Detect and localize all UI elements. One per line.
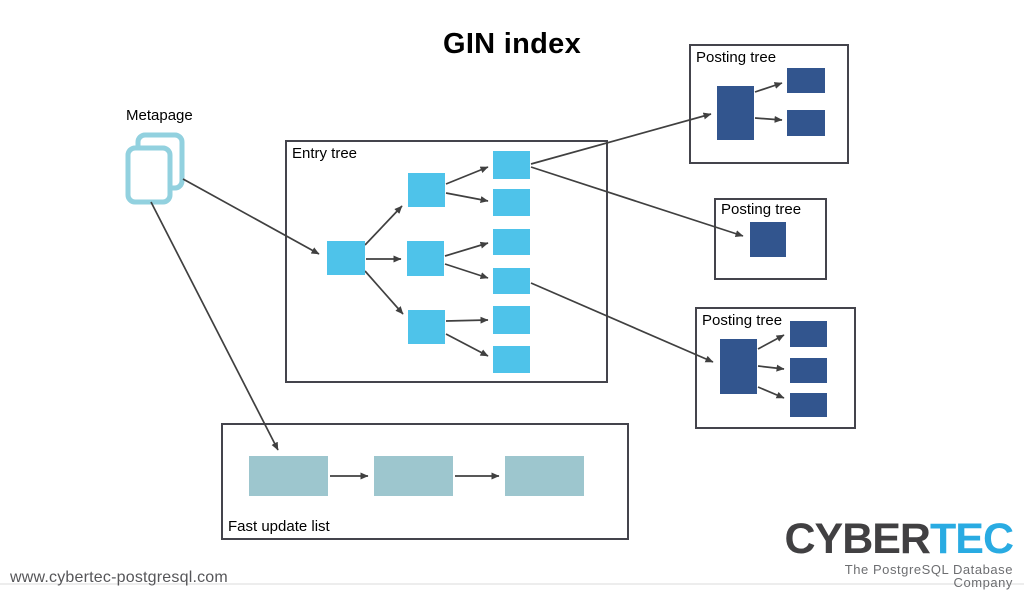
metapage-front-page xyxy=(125,145,173,205)
posting-tree-3-leaf-node-1 xyxy=(790,321,827,347)
fast-update-list-label: Fast update list xyxy=(228,518,330,535)
posting-tree-1-leaf-node-1 xyxy=(787,68,825,93)
arrow-pt3-root-to-leaf2 xyxy=(757,364,785,372)
cybertec-logo: CYBERTEC The PostgreSQL Database Company xyxy=(782,515,1014,590)
arrow-leaf1-to-posting-tree-2 xyxy=(530,166,744,238)
posting-tree-3-label: Posting tree xyxy=(702,312,783,329)
metapage-icon xyxy=(125,132,185,205)
posting-tree-1-box xyxy=(689,44,849,164)
logo-text-tec: TEC xyxy=(930,515,1014,563)
arrow-internal3-to-leaf6 xyxy=(445,333,489,357)
arrow-pt3-root-to-leaf3 xyxy=(757,386,785,399)
logo-tagline: The PostgreSQL Database Company xyxy=(844,562,1013,590)
page-title: GIN index xyxy=(442,28,582,60)
arrow-entry-root-to-internal-3 xyxy=(364,270,404,315)
arrow-internal2-to-leaf4 xyxy=(444,263,489,280)
arrow-internal3-to-leaf5 xyxy=(445,316,489,324)
arrow-pt1-root-to-leaf1 xyxy=(754,82,783,93)
entry-internal-node-1 xyxy=(408,173,445,207)
arrow-entry-root-to-internal-1 xyxy=(364,205,403,246)
arrow-internal1-to-leaf1 xyxy=(445,166,489,185)
posting-tree-1-leaf-node-2 xyxy=(787,110,825,136)
entry-leaf-node-2 xyxy=(493,189,530,216)
fast-update-page-1 xyxy=(249,456,328,496)
entry-leaf-node-4 xyxy=(493,268,530,294)
entry-leaf-node-5 xyxy=(493,306,530,334)
posting-tree-3-leaf-node-3 xyxy=(790,393,827,417)
entry-tree-label: Entry tree xyxy=(292,145,358,162)
posting-tree-3-root-node xyxy=(720,339,757,394)
fast-update-list-box xyxy=(221,423,629,540)
entry-tree-box xyxy=(285,140,608,383)
entry-leaf-node-3 xyxy=(493,229,530,255)
posting-tree-1-root-node xyxy=(717,86,754,140)
posting-tree-3-box xyxy=(695,307,856,429)
arrow-metapage-to-fast-update-list xyxy=(150,201,279,451)
posting-tree-2-node xyxy=(750,222,786,257)
posting-tree-1-label: Posting tree xyxy=(696,49,777,66)
arrow-internal1-to-leaf2 xyxy=(445,192,489,204)
cybertec-wordmark: CYBERTEC xyxy=(782,515,1014,563)
posting-tree-3-leaf-node-2 xyxy=(790,358,827,383)
entry-root-node xyxy=(327,241,365,275)
entry-leaf-node-1 xyxy=(493,151,530,179)
logo-text-cyber: CYBER xyxy=(784,515,931,563)
entry-internal-node-2 xyxy=(407,241,444,276)
arrow-internal2-to-leaf3 xyxy=(444,241,489,257)
posting-tree-2-label: Posting tree xyxy=(721,201,802,218)
entry-leaf-node-6 xyxy=(493,346,530,373)
fast-update-page-2 xyxy=(374,456,453,496)
posting-tree-2-box xyxy=(714,198,827,280)
arrow-pt1-root-to-leaf2 xyxy=(754,115,783,123)
arrow-pt3-root-to-leaf1 xyxy=(757,334,785,350)
arrow-leaf4-to-posting-tree-3 xyxy=(530,282,714,363)
arrow-metapage-to-entry-root xyxy=(182,178,320,255)
website-url: www.cybertec-postgresql.com xyxy=(10,569,228,586)
metapage-label: Metapage xyxy=(126,107,193,124)
entry-internal-node-3 xyxy=(408,310,445,344)
fast-update-page-3 xyxy=(505,456,584,496)
arrow-leaf1-to-posting-tree-1 xyxy=(530,112,712,165)
